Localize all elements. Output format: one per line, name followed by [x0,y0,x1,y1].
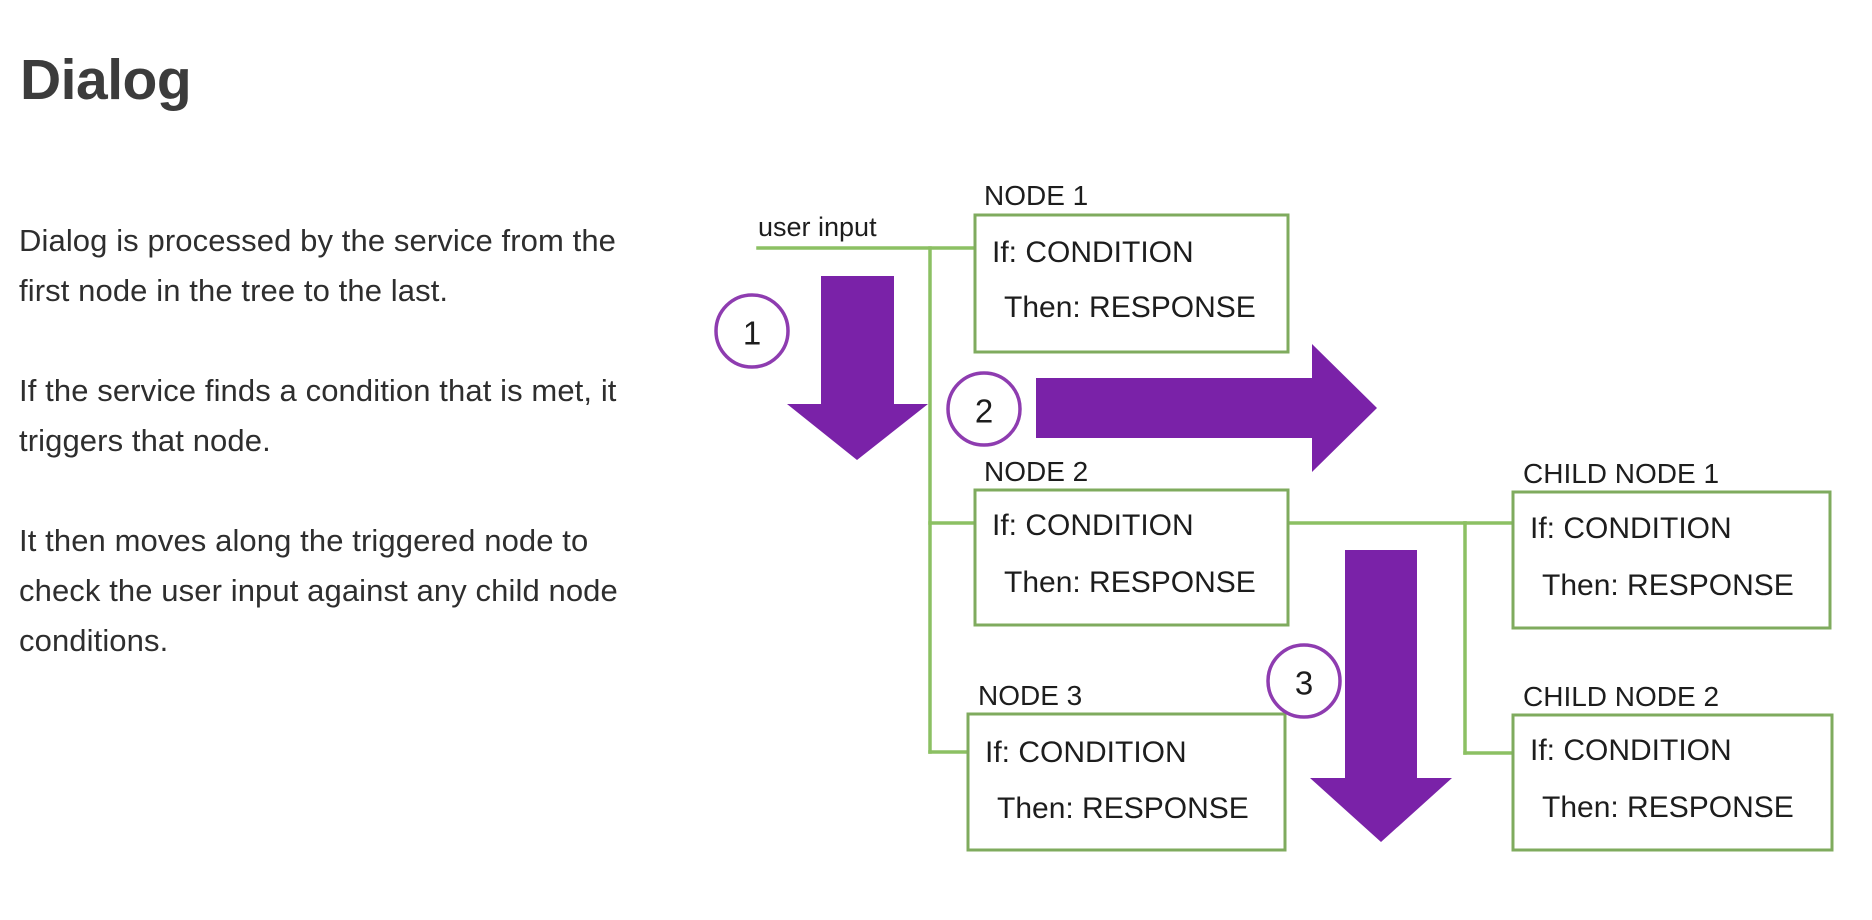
child-node-1-if: If: CONDITION [1530,512,1732,545]
child-node-2-box[interactable] [1511,713,1834,852]
user-input-label: user input [758,212,877,242]
node-2-title: NODE 2 [984,456,1088,487]
body-paragraph-2: If the service finds a condition that is… [19,373,617,458]
node-2-then: Then: RESPONSE [1004,566,1256,599]
child-node-1-box[interactable] [1511,490,1832,630]
node-1[interactable]: NODE 1 If: CONDITION Then: RESPONSE [973,180,1290,354]
child-node-2-if: If: CONDITION [1530,734,1732,767]
child-node-2-title: CHILD NODE 2 [1523,681,1719,712]
node-3-box[interactable] [966,712,1287,852]
step-2-number: 2 [975,393,993,430]
node-3-then: Then: RESPONSE [997,792,1249,825]
node-3[interactable]: NODE 3 If: CONDITION Then: RESPONSE [966,680,1287,852]
body-paragraph-1: Dialog is processed by the service from … [19,223,617,308]
node-2-box[interactable] [973,488,1290,627]
child-node-2-then: Then: RESPONSE [1542,791,1794,824]
connector-lines [756,246,1515,755]
step-3-number: 3 [1295,665,1313,702]
node-1-if: If: CONDITION [992,236,1194,269]
down-arrow-icon-step-3 [1310,550,1452,842]
node-3-title: NODE 3 [978,680,1082,711]
node-1-title: NODE 1 [984,180,1088,211]
child-node-1-then: Then: RESPONSE [1542,569,1794,602]
step-3-circle [1266,643,1342,719]
child-node-1-title: CHILD NODE 1 [1523,458,1719,489]
step-1-number: 1 [743,315,761,352]
step-badge-2: 2 [946,371,1022,447]
step-badge-3: 3 [1266,643,1342,719]
right-arrow-icon-step-2 [1036,344,1377,472]
page-title: Dialog [20,48,192,113]
step-1-circle [714,293,790,369]
node-2[interactable]: NODE 2 If: CONDITION Then: RESPONSE [973,456,1290,627]
node-2-if: If: CONDITION [992,509,1194,542]
step-2-circle [946,371,1022,447]
node-1-box[interactable] [973,213,1290,354]
child-node-2[interactable]: CHILD NODE 2 If: CONDITION Then: RESPONS… [1511,681,1834,852]
node-1-then: Then: RESPONSE [1004,291,1256,324]
body-copy: Dialog is processed by the service from … [19,216,659,666]
child-node-1[interactable]: CHILD NODE 1 If: CONDITION Then: RESPONS… [1511,458,1832,630]
step-badge-1: 1 [714,293,790,369]
body-paragraph-3: It then moves along the triggered node t… [19,523,618,658]
down-arrow-icon-step-1 [787,276,928,460]
node-3-if: If: CONDITION [985,736,1187,769]
